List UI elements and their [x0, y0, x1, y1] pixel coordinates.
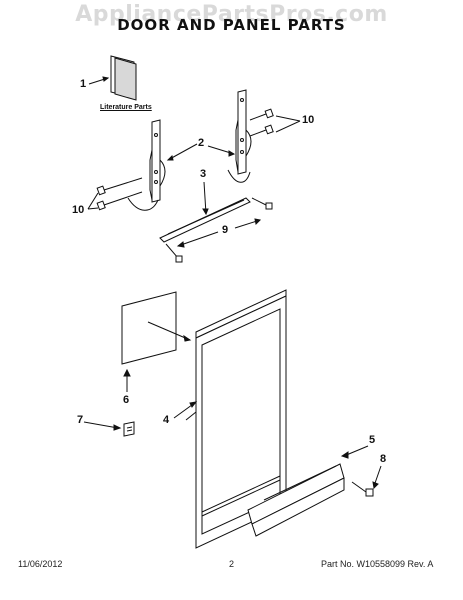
footer-part-number: Part No. W10558099 Rev. A	[321, 559, 434, 569]
callout-10-right: 10	[302, 114, 315, 126]
callout-3: 3	[200, 168, 207, 180]
literature-booklet	[88, 55, 137, 101]
callout-4: 4	[163, 414, 170, 426]
footer-date: 11/06/2012	[18, 559, 63, 569]
toe-panel-screw	[351, 465, 382, 497]
door-clip	[83, 421, 135, 437]
screws-left	[87, 177, 143, 211]
callout-10-left: 10	[72, 204, 85, 216]
watermark: AppliancePartsPros.com	[75, 2, 388, 27]
footer-page-number: 2	[229, 559, 235, 569]
door-rail	[159, 181, 273, 263]
hinge-bracket-right	[227, 89, 252, 183]
callout-6: 6	[123, 394, 130, 406]
callout-9: 9	[222, 224, 229, 236]
hinge-bracket-left	[127, 119, 166, 211]
callout-2: 2	[198, 137, 205, 149]
callout-8: 8	[380, 453, 387, 465]
insulation-panel	[121, 291, 192, 392]
callout-1: 1	[80, 78, 87, 90]
callout-7: 7	[77, 414, 84, 426]
page-title: DOOR AND PANEL PARTS	[117, 16, 346, 34]
toe-panel	[247, 445, 369, 537]
screws-right	[249, 108, 301, 137]
callout-5: 5	[369, 434, 376, 446]
literature-parts-label: Literature Parts	[100, 104, 152, 111]
door-panel	[173, 289, 287, 549]
